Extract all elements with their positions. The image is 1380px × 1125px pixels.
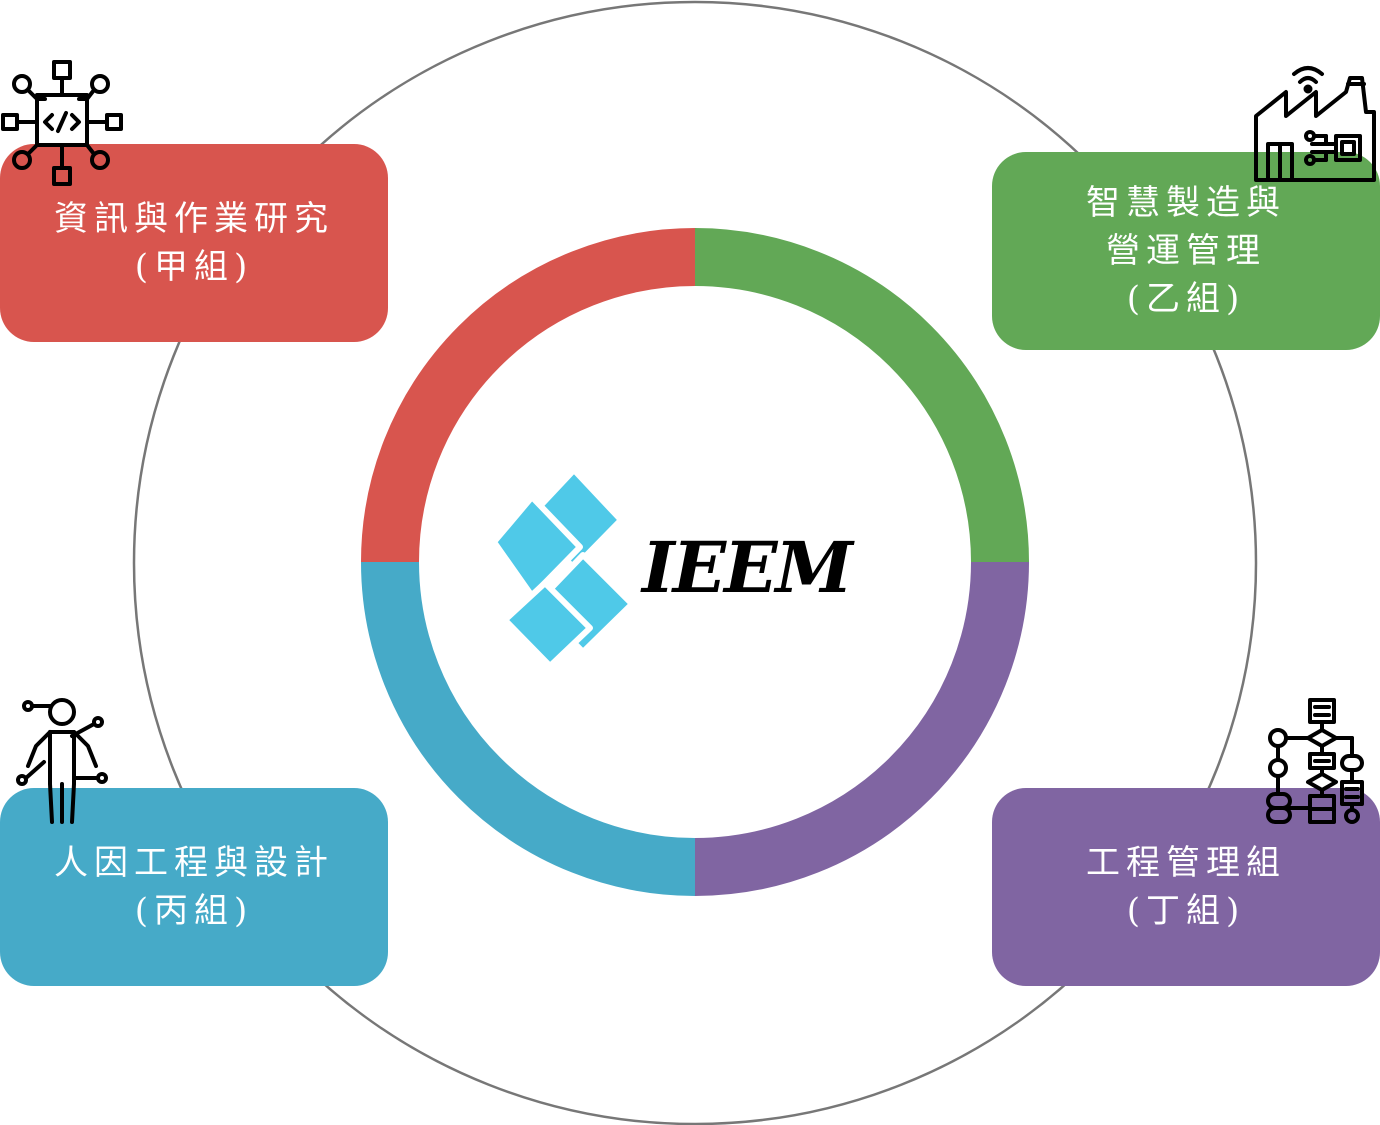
flowchart-icon (1266, 698, 1364, 824)
smart-factory-icon (1254, 66, 1376, 182)
group-label-c: 人因工程與設計 (丙組) (54, 843, 334, 931)
ring-segment-blue (361, 561, 696, 896)
outer-circle (132, 0, 1258, 1125)
ring-segment-green (694, 228, 1029, 563)
ring-segment-purple (694, 561, 1029, 896)
group-label-d: 工程管理組 (丁組) (1086, 843, 1286, 931)
human-body-icon (16, 698, 108, 824)
group-card-b[interactable]: 智慧製造與 營運管理 (乙組) (992, 152, 1380, 350)
group-card-a[interactable]: 資訊與作業研究 (甲組) (0, 144, 388, 342)
ieem-logo-mark (491, 467, 635, 669)
ieem-logo-text: IEEM (642, 526, 853, 609)
group-label-b: 智慧製造與 營運管理 (乙組) (1086, 183, 1286, 319)
group-label-a: 資訊與作業研究 (甲組) (54, 199, 334, 287)
code-network-icon (1, 60, 123, 186)
group-card-c[interactable]: 人因工程與設計 (丙組) (0, 788, 388, 986)
ring-segment-red (361, 228, 696, 563)
